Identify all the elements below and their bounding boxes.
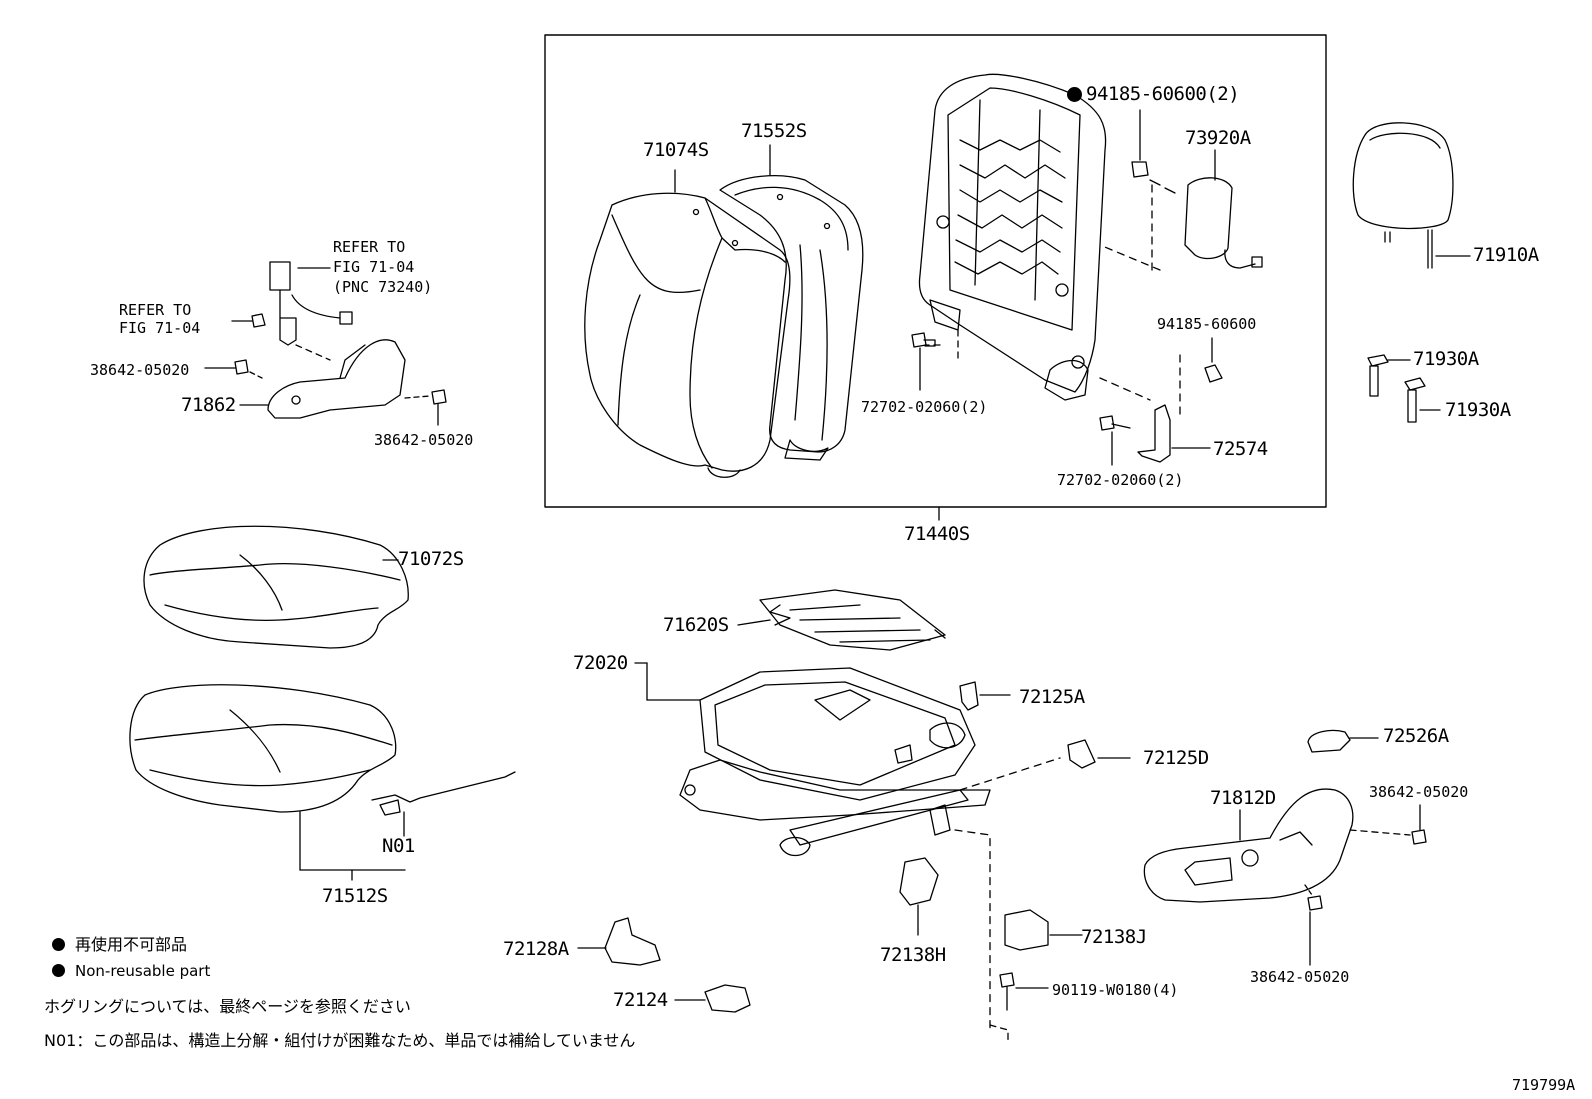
- legend-jp-text: 再使用不可部品: [75, 935, 188, 954]
- seatback-frame: [919, 74, 1105, 400]
- fig-71-04-link-2[interactable]: FIG 71-04: [119, 319, 201, 337]
- label-71512S[interactable]: 71512S: [322, 885, 388, 907]
- label-38642-05020-b[interactable]: 38642-05020: [374, 431, 474, 449]
- refer-to-label-2: REFER TO: [119, 301, 192, 319]
- label-72124[interactable]: 72124: [613, 989, 668, 1011]
- bolt-90119-W0180: [990, 973, 1048, 1040]
- non-reusable-bullet-icon: [1067, 87, 1082, 102]
- label-38642-05020-d[interactable]: 38642-05020: [1250, 968, 1350, 986]
- cushion-pad-71512S: [130, 685, 405, 880]
- non-reusable-bullet-icon: [52, 964, 65, 977]
- knob-72526A: [1308, 730, 1378, 752]
- cushion-cover-71072S: [144, 526, 408, 648]
- label-72138J[interactable]: 72138J: [1081, 926, 1147, 948]
- shield-71812D: [1144, 789, 1410, 902]
- seat-adjuster-72020: [635, 663, 990, 856]
- clip-72125D: [960, 740, 1130, 790]
- cover-72124: [675, 985, 750, 1012]
- label-71910A[interactable]: 71910A: [1473, 244, 1539, 266]
- cover-72128A: [578, 918, 660, 965]
- label-71620S[interactable]: 71620S: [663, 614, 729, 636]
- bolt-38642-05020-c: [1412, 805, 1426, 844]
- wire-N01: [372, 772, 515, 836]
- legend-en-text: Non-reusable part: [75, 962, 211, 980]
- refer-to-label-1: REFER TO: [333, 238, 406, 256]
- bolt-38642-05020-d: [1305, 885, 1322, 965]
- cover-71862: [240, 340, 405, 418]
- label-71552S[interactable]: 71552S: [741, 120, 807, 142]
- clip-72125A: [960, 682, 1010, 710]
- label-94185-60600-2[interactable]: 94185-60600(2): [1067, 83, 1240, 105]
- label-72128A[interactable]: 72128A: [503, 938, 569, 960]
- bolt-72702-02060-a: [912, 333, 935, 390]
- label-72526A[interactable]: 72526A: [1383, 725, 1449, 747]
- n01-note: N01：この部品は、構造上分解・組付けが困難なため、単品では補給していません: [44, 1031, 636, 1050]
- label-71930A-1[interactable]: 71930A: [1413, 348, 1479, 370]
- label-71862[interactable]: 71862: [181, 394, 236, 416]
- label-72702-02060-a[interactable]: 72702-02060(2): [861, 398, 988, 416]
- seat-spring-71620S: [738, 590, 945, 650]
- hog-ring-note: ホグリングについては、最終ページを参照ください: [44, 997, 411, 1016]
- label-72574[interactable]: 72574: [1213, 438, 1268, 460]
- label-72138H[interactable]: 72138H: [880, 944, 946, 966]
- headrest-support-71930A-1: [1368, 355, 1410, 396]
- seatback-group-frame: [545, 35, 1326, 507]
- label-38642-05020-c[interactable]: 38642-05020: [1369, 783, 1469, 801]
- label-72020[interactable]: 72020: [573, 652, 628, 674]
- label-38642-05020-a[interactable]: 38642-05020: [90, 361, 190, 379]
- cover-72138H: [900, 858, 938, 935]
- bracket-72574: [1100, 338, 1222, 462]
- nut-94185-60600-2: [1132, 110, 1175, 193]
- label-71440S[interactable]: 71440S: [904, 523, 970, 545]
- non-reusable-bullet-icon: [52, 938, 65, 951]
- label-90119-W0180-4[interactable]: 90119-W0180(4): [1052, 981, 1179, 999]
- legend-japanese: 再使用不可部品: [52, 936, 187, 954]
- bolt-38642-05020-a: [205, 360, 262, 378]
- label-71930A-2[interactable]: 71930A: [1445, 399, 1511, 421]
- part-number: 94185-60600(2): [1086, 83, 1240, 105]
- bolt-38642-05020-b: [405, 390, 446, 425]
- label-71812D[interactable]: 71812D: [1210, 787, 1276, 809]
- label-N01[interactable]: N01: [382, 835, 415, 857]
- seatback-cover-71074S: [585, 170, 790, 477]
- side-airbag-73920A: [1185, 150, 1262, 268]
- label-72702-02060-b[interactable]: 72702-02060(2): [1057, 471, 1184, 489]
- headrest-support-71930A-2: [1405, 378, 1440, 422]
- bolt-72702-02060-b: [1100, 416, 1130, 465]
- label-73920A[interactable]: 73920A: [1185, 127, 1251, 149]
- label-72125D[interactable]: 72125D: [1143, 747, 1209, 769]
- label-71074S[interactable]: 71074S: [643, 139, 709, 161]
- legend-english: Non-reusable part: [52, 962, 210, 980]
- label-71072S[interactable]: 71072S: [398, 548, 464, 570]
- label-72125A[interactable]: 72125A: [1019, 686, 1085, 708]
- label-94185-60600[interactable]: 94185-60600: [1157, 315, 1257, 333]
- seatbelt-buckle: [232, 262, 352, 360]
- cover-72138J: [1005, 910, 1082, 950]
- fig-71-04-link-1[interactable]: FIG 71-04: [333, 258, 415, 276]
- diagram-id: 719799A: [1512, 1076, 1576, 1094]
- headrest-71910A: [1353, 123, 1470, 268]
- seatback-pad-71552S: [720, 145, 863, 460]
- pnc-73240-label: (PNC 73240): [333, 278, 433, 296]
